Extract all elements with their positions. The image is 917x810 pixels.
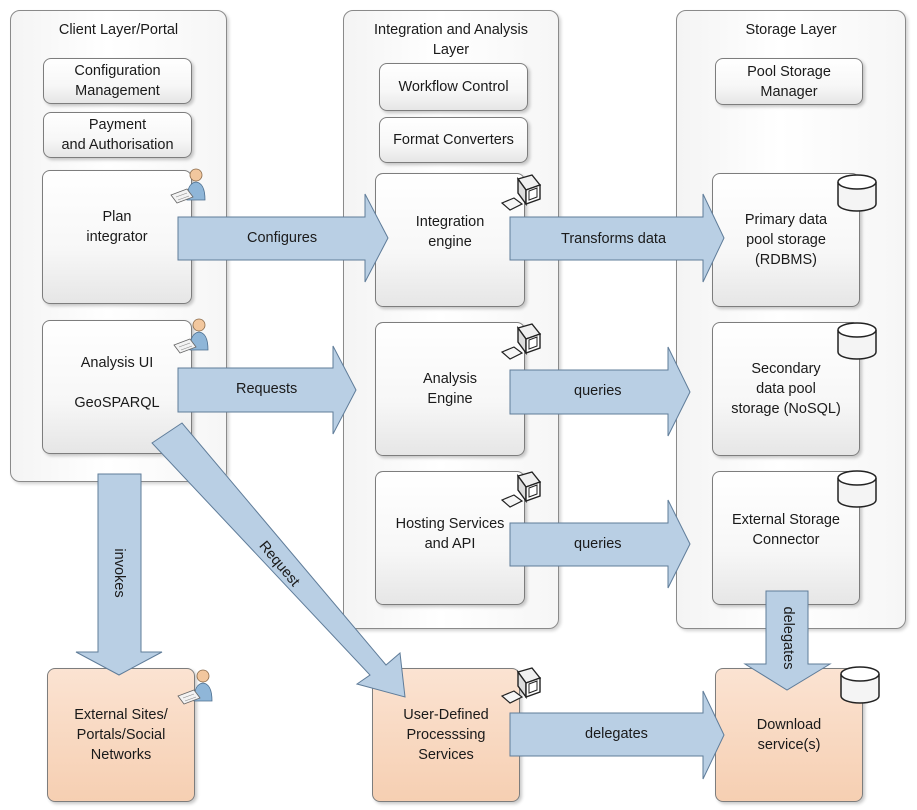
- configures-arrow: [177, 193, 389, 283]
- integration-engine-box: Integration engine: [375, 173, 525, 307]
- person-at-computer-icon: [167, 166, 209, 215]
- download-service-box: Download service(s): [715, 668, 863, 802]
- integration-layer-title: Integration and Analysis Layer: [374, 22, 528, 58]
- client-layer-title: Client Layer/Portal: [58, 22, 179, 38]
- person-at-computer-icon: [174, 667, 216, 716]
- storage-layer-title: Storage Layer: [745, 22, 837, 38]
- delegates-vertical-arrow: [743, 590, 832, 691]
- computer-icon: [498, 322, 544, 369]
- database-icon: [837, 664, 883, 713]
- primary-storage-box: Primary data pool storage (RDBMS): [712, 173, 860, 307]
- analysis-ui-box: Analysis UI GeoSPARQL: [42, 320, 192, 454]
- user-defined-services-box: User-Defined Processsing Services: [372, 668, 520, 802]
- computer-icon: [498, 173, 544, 220]
- request-arrow: [151, 422, 406, 698]
- computer-icon: [498, 470, 544, 517]
- invokes-arrow: [75, 473, 163, 676]
- person-at-computer-icon: [170, 316, 212, 365]
- database-icon: [834, 468, 880, 517]
- delegates-horizontal-label: delegates: [585, 726, 648, 742]
- hosting-services-box: Hosting Services and API: [375, 471, 525, 605]
- secondary-storage-box: Secondary data pool storage (NoSQL): [712, 322, 860, 456]
- workflow-control-box: Workflow Control: [379, 63, 528, 111]
- queries-arrow-1: [509, 346, 691, 437]
- external-sites-box: External Sites/ Portals/Social Networks: [47, 668, 195, 802]
- delegates-horizontal-arrow: [509, 690, 725, 780]
- requests-arrow: [177, 345, 357, 435]
- queries-label-2: queries: [574, 536, 622, 552]
- external-storage-connector-box: External Storage Connector: [712, 471, 860, 605]
- payment-authorisation-box: Payment and Authorisation: [43, 112, 192, 158]
- requests-label: Requests: [236, 381, 298, 397]
- pool-storage-manager-box: Pool Storage Manager: [715, 58, 863, 105]
- configuration-management-box: Configuration Management: [43, 58, 192, 104]
- delegates-vertical-label: delegates: [780, 606, 796, 670]
- transforms-data-label: Transforms data: [561, 231, 667, 247]
- analysis-engine-box: Analysis Engine: [375, 322, 525, 456]
- format-converters-box: Format Converters: [379, 117, 528, 163]
- queries-arrow-2: [509, 499, 691, 589]
- computer-icon: [498, 666, 544, 713]
- database-icon: [834, 172, 880, 221]
- invokes-label: invokes: [111, 548, 127, 598]
- database-icon: [834, 320, 880, 369]
- queries-label-1: queries: [574, 383, 622, 399]
- configures-label: Configures: [247, 230, 318, 246]
- transforms-data-arrow: [509, 193, 725, 283]
